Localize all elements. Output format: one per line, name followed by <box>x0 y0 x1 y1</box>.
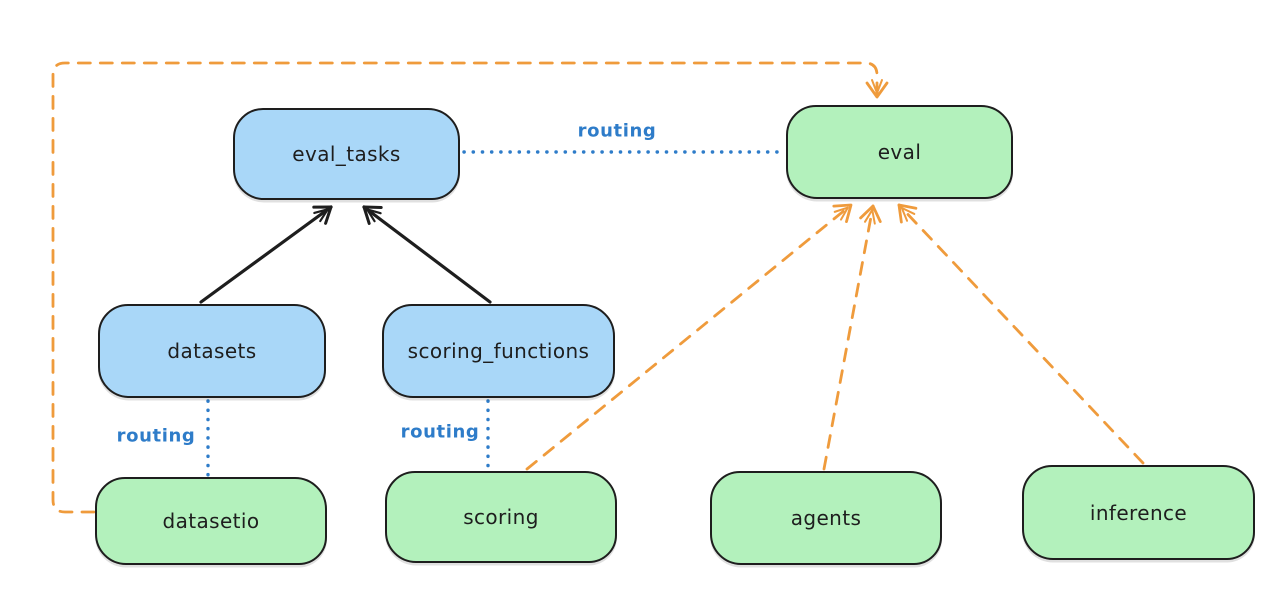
node-scoring-functions: scoring_functions <box>382 304 615 398</box>
node-agents: agents <box>710 471 942 565</box>
node-scoring-label: scoring <box>463 505 539 529</box>
edge-datasetio-to-eval <box>51 61 889 514</box>
edge-scoring-to-eval <box>525 203 853 471</box>
node-scoring-functions-label: scoring_functions <box>407 339 590 363</box>
node-eval-tasks: eval_tasks <box>233 108 460 200</box>
node-eval-label: eval <box>877 140 922 164</box>
node-datasets-label: datasets <box>167 339 257 363</box>
node-eval: eval <box>786 105 1013 199</box>
node-inference-label: inference <box>1089 500 1188 525</box>
edge-scoring-functions-to-eval-tasks <box>362 205 492 304</box>
edge-label-routing-top: routing <box>577 120 657 142</box>
node-agents-label: agents <box>790 506 862 530</box>
node-eval-tasks-label: eval_tasks <box>292 142 401 166</box>
edge-datasets-to-eval-tasks <box>199 205 333 304</box>
edge-label-routing-middle: routing <box>400 421 480 443</box>
edge-inference-to-eval <box>897 203 1145 465</box>
node-datasets: datasets <box>98 304 326 398</box>
node-datasetio: datasetio <box>95 477 327 565</box>
edge-agents-to-eval <box>822 204 882 471</box>
node-datasetio-label: datasetio <box>162 509 260 533</box>
node-inference: inference <box>1022 465 1255 560</box>
edge-label-routing-left: routing <box>116 425 196 447</box>
node-scoring: scoring <box>385 471 617 563</box>
